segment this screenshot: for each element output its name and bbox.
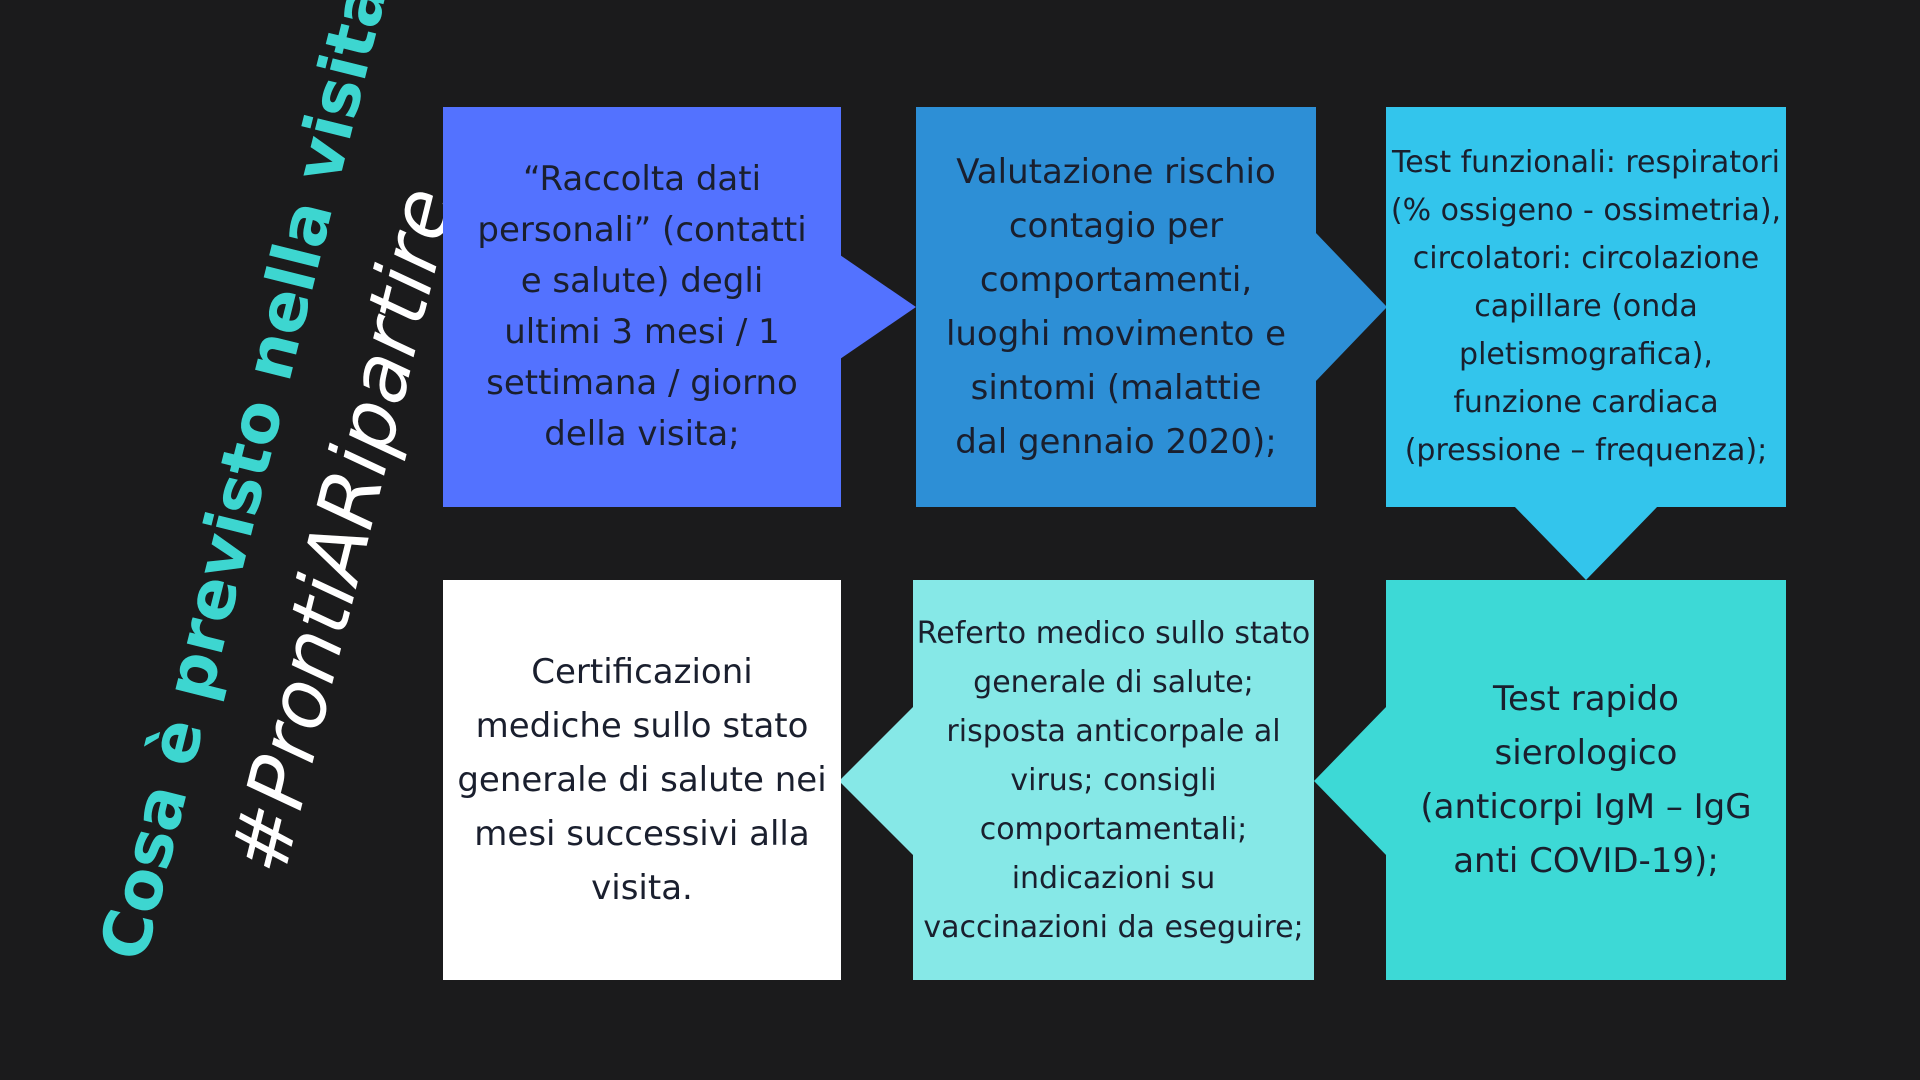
step-4-box: Test rapido sierologico (anticorpi IgM –… xyxy=(1386,580,1786,980)
arrow-step4-to-step5 xyxy=(1314,706,1387,856)
arrow-step3-to-step4 xyxy=(1513,505,1659,580)
step-6-text: Certificazioni mediche sullo stato gener… xyxy=(457,652,827,908)
step-1-text: “Raccolta dati personali” (contatti e sa… xyxy=(477,159,807,454)
arrow-step5-to-step6 xyxy=(839,706,914,856)
step-5-text: Referto medico sullo stato generale di s… xyxy=(916,615,1311,945)
step-3-text: Test funzionali: respiratori (% ossigeno… xyxy=(1390,145,1782,468)
step-2-text: Valutazione rischio contagio per comport… xyxy=(945,152,1287,462)
step-3-box: Test funzionali: respiratori (% ossigeno… xyxy=(1386,107,1786,507)
step-5-box: Referto medico sullo stato generale di s… xyxy=(913,580,1314,980)
step-2-box: Valutazione rischio contagio per comport… xyxy=(916,107,1316,507)
step-4-text: Test rapido sierologico (anticorpi IgM –… xyxy=(1420,679,1752,881)
step-6-box: Certificazioni mediche sullo stato gener… xyxy=(443,580,841,980)
arrow-step1-to-step2 xyxy=(840,255,916,359)
step-1-box: “Raccolta dati personali” (contatti e sa… xyxy=(443,107,841,507)
arrow-step2-to-step3 xyxy=(1315,232,1387,382)
